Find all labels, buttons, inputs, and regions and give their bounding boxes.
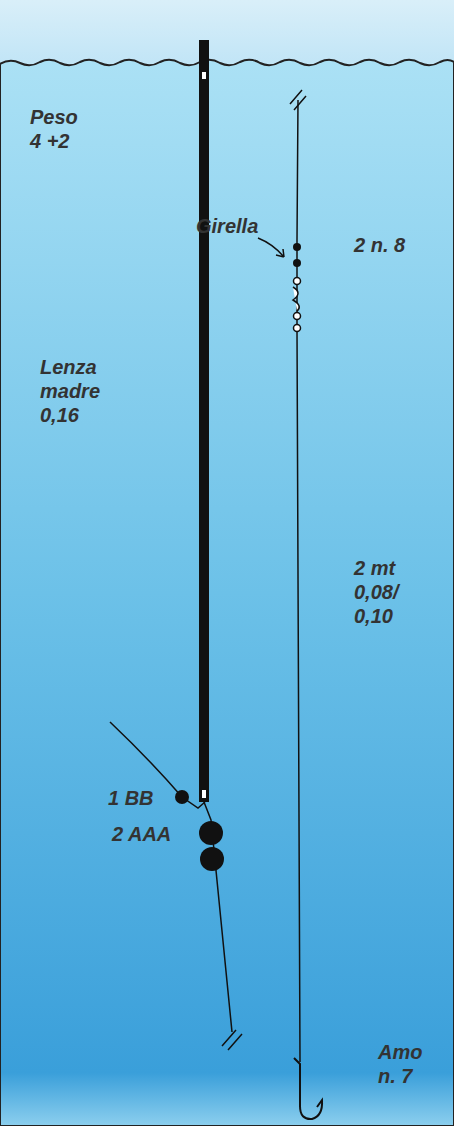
- shot-label: 1 BB: [108, 786, 170, 810]
- shot-label: 2 AAA: [112, 822, 192, 846]
- swivel: [294, 313, 301, 320]
- swivel-label: Girella: [196, 214, 276, 238]
- hook-label: Amo n. 7: [378, 1040, 434, 1088]
- mainline-label: Lenza madre 0,16: [40, 355, 122, 427]
- hook: [294, 1058, 322, 1119]
- break-mark: [222, 1030, 242, 1050]
- swivel: [294, 278, 301, 285]
- shot-label: 2 n. 8: [354, 233, 444, 257]
- swivel: [294, 325, 301, 332]
- shot-n8: [293, 259, 301, 267]
- aaa-shot: [200, 847, 224, 871]
- hooklength-label: 2 mt 0,08/ 0,10: [354, 556, 418, 628]
- float-eye: [202, 790, 206, 798]
- swivel: [293, 287, 299, 311]
- water: [0, 60, 454, 1126]
- sky: [0, 0, 454, 70]
- aaa-shot: [199, 821, 223, 845]
- float-mark: [202, 72, 206, 79]
- float: [199, 40, 209, 802]
- shot-n8: [293, 243, 301, 251]
- pointer-arrow: [258, 238, 284, 257]
- weight-label: Peso 4 +2: [30, 105, 90, 153]
- bb-shot: [175, 790, 189, 804]
